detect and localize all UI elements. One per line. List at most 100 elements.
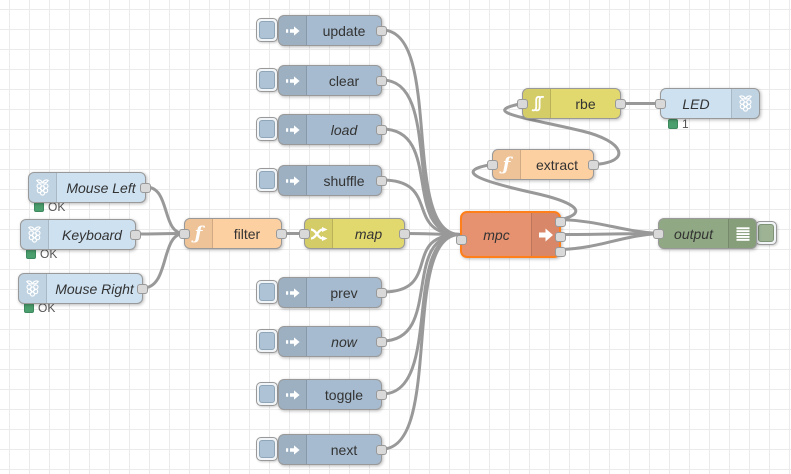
status-dot-icon [34, 202, 44, 212]
node-label: Mouse Left [66, 179, 136, 196]
node-output[interactable]: output [653, 218, 757, 249]
node-label: clear [328, 72, 360, 89]
output-port-3[interactable] [555, 246, 566, 257]
node-label: rbe [575, 95, 596, 112]
node-led[interactable]: LED [655, 88, 760, 119]
status-text: OK [40, 247, 58, 261]
input-port[interactable] [179, 228, 190, 239]
output-port[interactable] [376, 124, 387, 135]
raspberry-pi-icon [731, 89, 759, 118]
status-text: OK [38, 301, 56, 315]
status-indicator: 1 [668, 117, 689, 131]
output-port[interactable] [376, 389, 387, 400]
inject-icon [279, 380, 307, 409]
node-rbe[interactable]: rbe [517, 88, 626, 119]
inject-icon [279, 166, 307, 195]
output-port[interactable] [276, 228, 287, 239]
node-next[interactable]: next [278, 434, 387, 465]
raspberry-pi-icon [29, 173, 57, 202]
output-port[interactable] [376, 444, 387, 455]
node-clear[interactable]: clear [278, 65, 387, 96]
output-port-1[interactable] [555, 216, 566, 227]
node-keyboard[interactable]: Keyboard [20, 219, 141, 250]
node-label: now [331, 333, 357, 350]
status-text: 1 [682, 117, 689, 131]
output-port[interactable] [376, 287, 387, 298]
inject-button[interactable] [256, 168, 278, 192]
node-mouse-right[interactable]: Mouse Right [18, 273, 148, 304]
status-dot-icon [668, 119, 678, 129]
output-port[interactable] [376, 75, 387, 86]
wire[interactable] [559, 218, 660, 235]
input-port[interactable] [655, 98, 666, 109]
node-label: LED [682, 95, 710, 112]
inject-button[interactable] [256, 382, 278, 406]
inject-icon [279, 327, 307, 356]
input-port[interactable] [653, 228, 664, 239]
node-toggle[interactable]: toggle [278, 379, 387, 410]
inject-icon [279, 16, 307, 45]
output-port[interactable] [588, 159, 599, 170]
wire[interactable] [559, 232, 660, 251]
wire[interactable] [380, 233, 462, 343]
inject-button[interactable] [256, 117, 278, 141]
inject-button[interactable] [256, 18, 278, 42]
inject-button[interactable] [256, 437, 278, 461]
debug-list-icon [728, 219, 756, 248]
output-port[interactable] [615, 98, 626, 109]
status-text: OK [48, 200, 66, 214]
node-filter[interactable]: ƒ filter [179, 218, 287, 249]
shuffle-icon [305, 219, 333, 248]
input-port[interactable] [517, 98, 528, 109]
debug-toggle-button[interactable] [755, 221, 777, 245]
wire[interactable] [471, 163, 578, 221]
input-port[interactable] [456, 234, 467, 245]
node-label: update [322, 22, 366, 39]
wire[interactable] [503, 102, 621, 166]
node-label: load [330, 121, 358, 138]
inject-icon [279, 66, 307, 95]
wire[interactable] [380, 28, 462, 236]
wire[interactable] [380, 78, 462, 236]
inject-button[interactable] [256, 280, 278, 304]
inject-icon [279, 435, 307, 464]
output-port-2[interactable] [555, 231, 566, 242]
node-label: prev [330, 284, 358, 301]
inject-icon [279, 115, 307, 144]
output-port[interactable] [376, 336, 387, 347]
arrow-out-icon [531, 213, 559, 256]
node-prev[interactable]: prev [278, 277, 387, 308]
node-mpc[interactable]: mpc [456, 211, 566, 258]
status-indicator: OK [26, 247, 57, 261]
inject-button[interactable] [256, 329, 278, 353]
wire[interactable] [141, 232, 186, 290]
input-port[interactable] [487, 159, 498, 170]
node-label: shuffle [323, 172, 365, 189]
output-port[interactable] [137, 283, 148, 294]
node-mouse-left[interactable]: Mouse Left [28, 172, 151, 203]
node-map[interactable]: map [299, 218, 410, 249]
output-port[interactable] [376, 175, 387, 186]
output-port[interactable] [399, 228, 410, 239]
wire[interactable] [380, 127, 462, 236]
node-extract[interactable]: ƒ extract [487, 149, 599, 180]
status-dot-icon [26, 249, 36, 259]
node-now[interactable]: now [278, 326, 387, 357]
input-port[interactable] [299, 228, 310, 239]
node-label: Mouse Right [55, 280, 134, 297]
node-label: extract [535, 156, 578, 173]
node-update[interactable]: update [278, 15, 387, 46]
output-port[interactable] [140, 182, 151, 193]
node-label: output [674, 225, 713, 242]
node-load[interactable]: load [278, 114, 387, 145]
node-shuffle[interactable]: shuffle [278, 165, 387, 196]
wire[interactable] [380, 233, 462, 451]
wire[interactable] [380, 233, 462, 396]
output-port[interactable] [376, 25, 387, 36]
wire[interactable] [380, 178, 462, 236]
inject-button[interactable] [256, 68, 278, 92]
output-port[interactable] [130, 229, 141, 240]
wire[interactable] [144, 185, 186, 235]
